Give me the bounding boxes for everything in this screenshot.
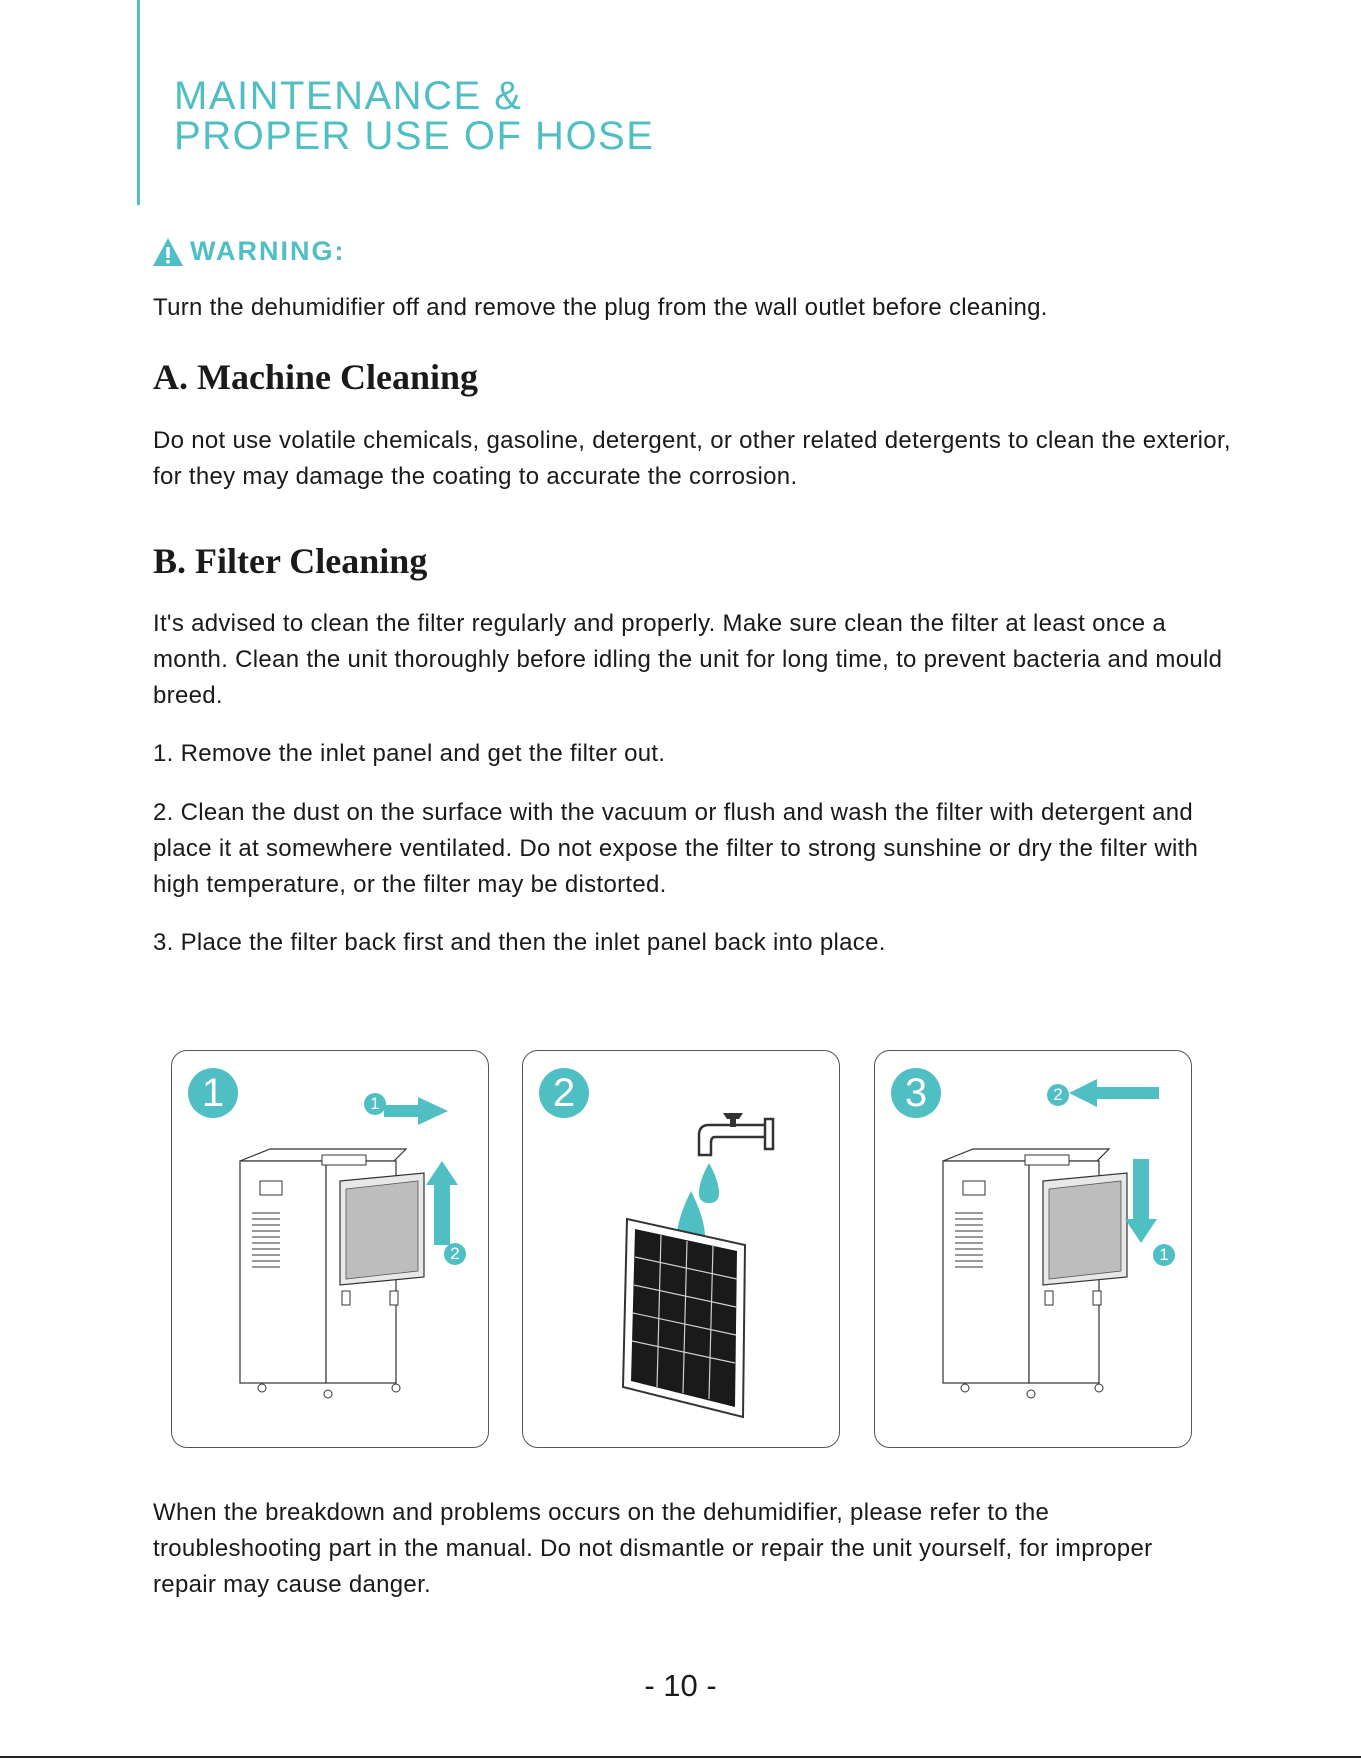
warning-label: WARNING: xyxy=(190,236,346,266)
closing-note: When the breakdown and problems occurs o… xyxy=(153,1499,1153,1598)
dehumidifier-replace-panel-illustration xyxy=(942,1079,1159,1399)
section-a-heading: A. Machine Cleaning xyxy=(153,357,479,397)
figure-1-badge-2: 2 xyxy=(444,1243,466,1265)
footer-divider xyxy=(0,1756,1361,1758)
step-2-text: 2. Clean the dust on the surface with th… xyxy=(153,799,1199,898)
figure-3-number: 3 xyxy=(891,1068,941,1118)
page-title: MAINTENANCE & PROPER USE OF HOSE xyxy=(174,76,654,156)
figure-panel-3: 3 2 1 xyxy=(874,1050,1192,1448)
section-a-body: Do not use volatile chemicals, gasoline,… xyxy=(153,427,1231,490)
section-b-intro: It's advised to clean the filter regular… xyxy=(153,610,1223,709)
step-1-text: 1. Remove the inlet panel and get the fi… xyxy=(153,740,666,767)
figure-3-badge-1: 1 xyxy=(1153,1244,1175,1266)
title-line-2: PROPER USE OF HOSE xyxy=(174,114,655,158)
figure-2-number: 2 xyxy=(539,1068,589,1118)
dehumidifier-remove-panel-illustration xyxy=(239,1097,458,1399)
warning-text: Turn the dehumidifier off and remove the… xyxy=(153,294,1048,321)
title-line-1: MAINTENANCE & xyxy=(174,74,523,118)
figure-panel-2: 2 xyxy=(522,1050,840,1448)
warning-triangle-icon xyxy=(153,237,183,266)
figure-panel-1: 1 1 2 xyxy=(171,1050,489,1448)
page-number: - 10 - xyxy=(644,1668,717,1703)
faucet-washing-filter-illustration xyxy=(621,1113,775,1419)
accent-bar xyxy=(137,0,140,205)
figure-1-number: 1 xyxy=(188,1068,238,1118)
step-3-text: 3. Place the filter back first and then … xyxy=(153,929,886,956)
figure-3-badge-2: 2 xyxy=(1047,1084,1069,1106)
figure-1-badge-1: 1 xyxy=(364,1093,386,1115)
warning-header: WARNING: xyxy=(152,236,345,267)
section-b-heading: B. Filter Cleaning xyxy=(153,541,428,581)
